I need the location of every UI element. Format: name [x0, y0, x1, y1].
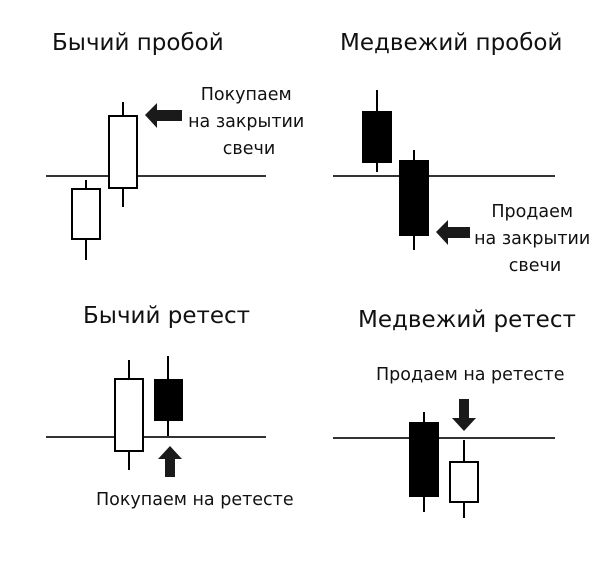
panel-bullish-retest: Бычий ретест Покупаем на ретесте — [46, 303, 294, 510]
bullish-candle — [114, 360, 144, 470]
bullish-candle — [71, 180, 101, 260]
bearish-candle — [409, 412, 439, 512]
entry-note: Покупаем на закрытии свечи — [188, 85, 310, 159]
entry-note: Покупаем на ретесте — [96, 490, 294, 510]
entry-note: Продаем на ретесте — [376, 365, 564, 385]
panel-bullish-breakout: Бычий пробой Покупаем на закрытии свечи — [46, 30, 310, 260]
bullish-retest-candle — [449, 440, 479, 518]
arrow-down-icon — [452, 399, 476, 431]
bearish-retest-candle — [154, 356, 183, 436]
bearish-candle — [362, 90, 392, 172]
arrow-up-icon — [158, 446, 182, 477]
panel-bearish-retest: Медвежий ретест Продаем на ретесте — [333, 307, 576, 518]
panel-title: Медвежий ретест — [358, 307, 576, 333]
arrow-left-icon — [436, 220, 470, 245]
entry-note: Продаем на закрытии свечи — [474, 202, 596, 276]
bearish-breakout-candle — [399, 150, 429, 250]
panel-bearish-breakout: Медвежий пробой Продаем на закрытии свеч… — [333, 30, 596, 276]
panel-title: Бычий ретест — [83, 303, 250, 329]
panel-title: Медвежий пробой — [340, 30, 562, 56]
bullish-breakout-candle — [108, 102, 138, 207]
arrow-left-icon — [145, 103, 182, 128]
panel-title: Бычий пробой — [52, 30, 224, 56]
